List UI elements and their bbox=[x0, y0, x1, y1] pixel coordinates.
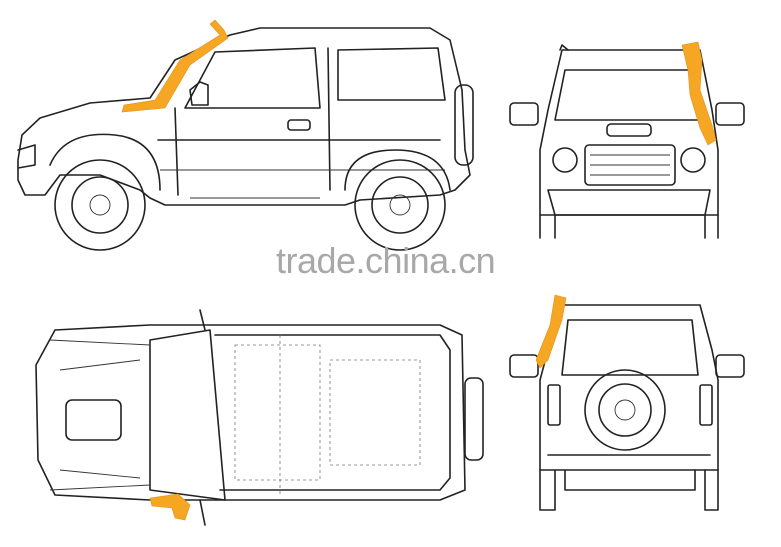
top-view bbox=[35, 309, 484, 526]
rear-view bbox=[509, 294, 745, 511]
snorkel-side bbox=[121, 19, 229, 113]
watermark: trade.china.cn bbox=[276, 240, 496, 281]
side-view bbox=[17, 19, 474, 251]
snorkel-top bbox=[149, 493, 191, 521]
snorkel-front bbox=[681, 41, 717, 146]
snorkel-rear bbox=[535, 294, 567, 369]
front-view bbox=[509, 41, 745, 239]
